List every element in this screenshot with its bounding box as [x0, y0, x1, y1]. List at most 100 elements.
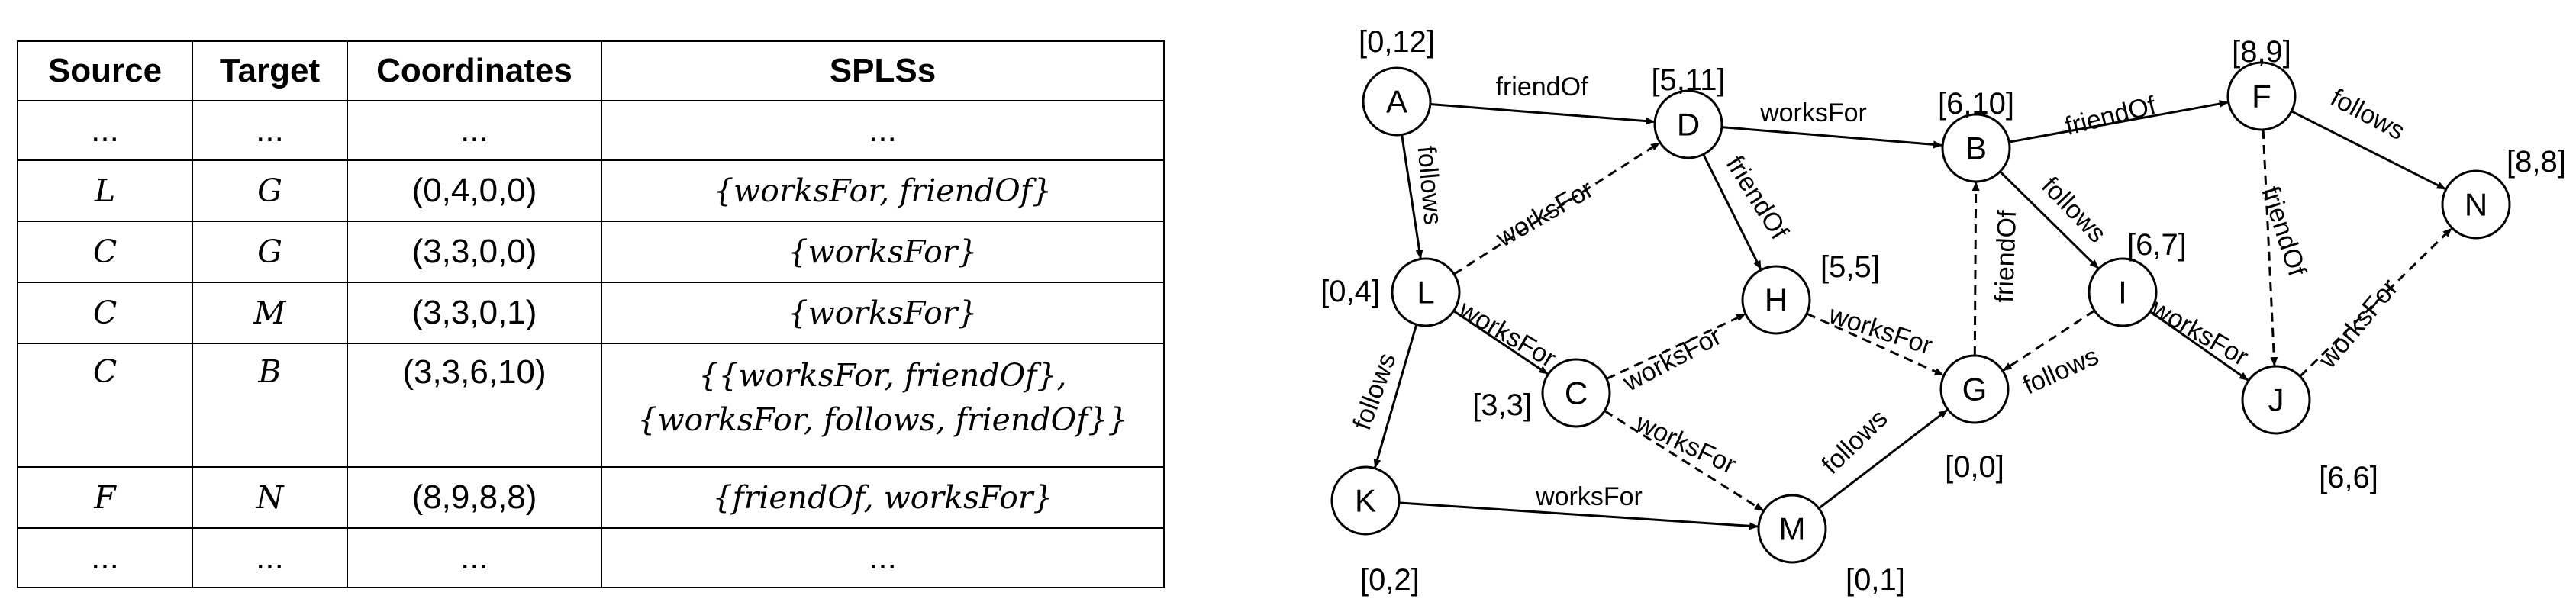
edge-label-L-D: worksFor: [1491, 175, 1598, 253]
spls-value: {friendOf, worksFor}: [712, 479, 1053, 516]
edge-label-A-D: friendOf: [1496, 72, 1588, 101]
spls-table: Source Target Coordinates SPLSs ... ... …: [17, 40, 1165, 588]
edge-I-G: [2002, 309, 2096, 372]
cell-source: C: [17, 221, 193, 283]
table-row: F N (8,9,8,8) {friendOf, worksFor}: [17, 466, 1165, 529]
table-header-row: Source Target Coordinates SPLSs: [17, 40, 1165, 101]
cell-coordinates: ...: [347, 527, 602, 588]
node-coord-C: [3,3]: [1472, 388, 1532, 422]
node-D: [1653, 89, 1723, 159]
spls-value-line1: {{worksFor, friendOf},: [698, 357, 1067, 394]
edge-label-D-H: friendOf: [1720, 151, 1794, 245]
cell-coordinates: (3,3,0,1): [347, 282, 602, 344]
node-coord-I: [6,7]: [2127, 228, 2187, 262]
cell-target: G: [192, 159, 348, 222]
node-label-M: M: [1779, 511, 1806, 547]
node-B: [1941, 113, 2011, 183]
cell-coordinates: (8,9,8,8): [347, 466, 602, 529]
node-label-K: K: [1355, 483, 1376, 519]
node-label-D: D: [1677, 107, 1700, 143]
edge-label-B-I: follows: [2036, 171, 2112, 248]
node-label-B: B: [1965, 130, 1987, 166]
cell-target: G: [192, 221, 348, 283]
node-I: [2088, 257, 2158, 327]
edge-label-A-L: follows: [1412, 145, 1448, 227]
node-label-N: N: [2465, 187, 2487, 223]
cell-coordinates: ...: [347, 100, 602, 161]
edge-label-I-G: follows: [2019, 342, 2103, 401]
cell-spls: ...: [601, 100, 1165, 161]
edge-label-I-J: worksFor: [2146, 293, 2253, 372]
edge-L-C: [1452, 310, 1549, 375]
node-N: [2441, 169, 2511, 240]
cell-coordinates: (0,4,0,0): [347, 159, 602, 222]
node-coord-B: [6,10]: [1938, 87, 2014, 121]
edge-C-M: [1604, 410, 1764, 512]
node-label-G: G: [1962, 372, 1988, 407]
node-L: [1391, 257, 1461, 327]
edge-A-D: [1430, 102, 1656, 125]
edge-D-H: [1702, 153, 1762, 270]
edge-I-J: [2149, 311, 2249, 382]
edge-F-N: [2291, 110, 2446, 191]
cell-source: L: [17, 159, 193, 222]
node-label-J: J: [2268, 382, 2284, 418]
edge-label-F-N: follows: [2326, 83, 2410, 146]
node-F: [2226, 61, 2297, 131]
edge-label-C-H: worksFor: [1617, 321, 1726, 398]
node-A: [1362, 66, 1432, 137]
table-row: ... ... ... ...: [17, 100, 1165, 161]
cell-target: ...: [192, 527, 348, 588]
edge-label-D-B: worksFor: [1759, 98, 1867, 127]
edge-D-B: [1721, 126, 1943, 149]
cell-target: ...: [192, 100, 348, 161]
node-coord-H: [5,5]: [1820, 250, 1880, 284]
node-label-I: I: [2118, 275, 2127, 311]
edge-label-G-B: friendOf: [1990, 209, 2022, 303]
edge-label-M-G: follows: [1816, 404, 1893, 480]
node-coord-A: [0,12]: [1359, 25, 1435, 59]
edge-M-G: [1818, 409, 1949, 510]
cell-source: C: [17, 282, 193, 344]
cell-spls: ...: [601, 527, 1165, 588]
cell-target: N: [192, 466, 348, 529]
header-coordinates: Coordinates: [347, 40, 602, 101]
node-G: [1939, 354, 2010, 424]
header-splss: SPLSs: [601, 40, 1165, 101]
edge-C-H: [1606, 313, 1746, 380]
cell-spls: {worksFor, friendOf}: [601, 159, 1165, 222]
table-row: C G (3,3,0,0) {worksFor}: [17, 221, 1165, 283]
node-J: [2241, 365, 2311, 435]
table-row: L G (0,4,0,0) {worksFor, friendOf}: [17, 159, 1165, 222]
node-label-F: F: [2252, 79, 2271, 114]
edge-L-K: [1373, 324, 1418, 469]
spls-value-line2: {worksFor, follows, friendOf}}: [637, 401, 1128, 438]
node-coord-N: [8,8]: [2507, 145, 2566, 179]
node-coord-J: [6,6]: [2319, 461, 2378, 494]
edge-J-N: [2299, 227, 2452, 378]
node-coord-M: [0,1]: [1846, 563, 1905, 597]
spls-value: {worksFor}: [788, 295, 978, 331]
node-M: [1757, 494, 1827, 564]
node-coord-L: [0,4]: [1320, 275, 1380, 308]
node-label-A: A: [1386, 84, 1407, 120]
edge-label-C-M: worksFor: [1631, 408, 1741, 480]
edge-K-M: [1398, 501, 1759, 530]
spls-table-container: Source Target Coordinates SPLSs ... ... …: [17, 40, 1165, 588]
cell-spls: {{worksFor, friendOf}, {worksFor, follow…: [601, 343, 1165, 468]
edge-label-L-C: worksFor: [1453, 295, 1561, 373]
node-K: [1330, 465, 1401, 536]
node-label-L: L: [1417, 275, 1434, 311]
edge-label-F-J: friendOf: [2255, 183, 2312, 280]
node-coord-F: [8,9]: [2232, 35, 2291, 69]
table-row: C B (3,3,6,10) {{worksFor, friendOf}, {w…: [17, 343, 1165, 468]
node-C: [1541, 358, 1611, 428]
node-coord-D: [5,11]: [1651, 63, 1725, 97]
cell-source: ...: [17, 100, 193, 161]
cell-source: C: [17, 343, 193, 468]
edge-label-B-F: friendOf: [2062, 91, 2159, 141]
cell-spls: {friendOf, worksFor}: [601, 466, 1165, 529]
edge-label-L-K: follows: [1347, 349, 1401, 434]
cell-spls: {worksFor}: [601, 221, 1165, 283]
